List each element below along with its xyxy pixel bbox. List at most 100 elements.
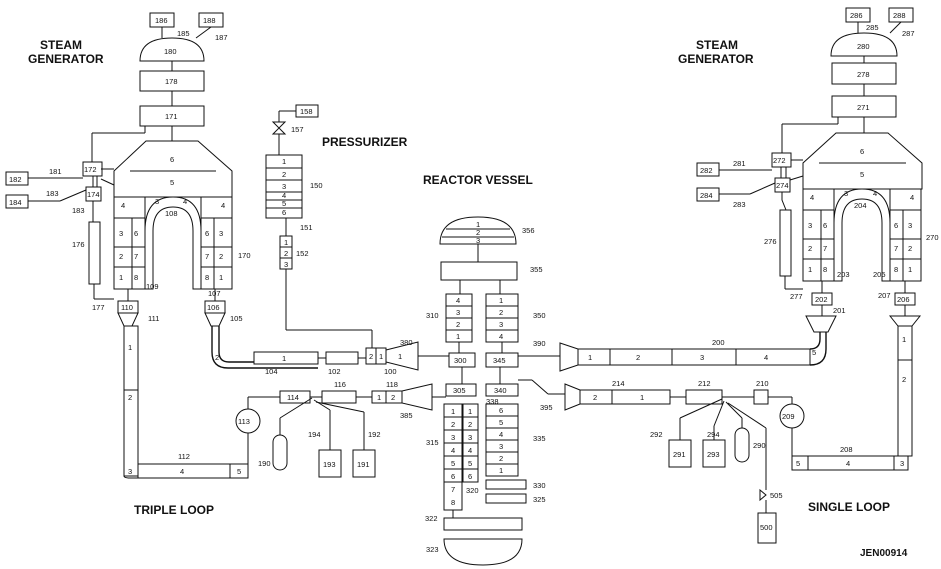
- svg-text:6: 6: [282, 208, 286, 217]
- svg-text:183: 183: [72, 206, 85, 215]
- svg-text:3: 3: [119, 229, 123, 238]
- svg-text:283: 283: [733, 200, 746, 209]
- lower-plenum-322: [443, 517, 523, 531]
- sg-left-u-tube: [144, 196, 202, 290]
- svg-text:320: 320: [466, 486, 479, 495]
- svg-text:315: 315: [426, 438, 439, 447]
- svg-text:3: 3: [908, 221, 912, 230]
- svg-text:188: 188: [203, 16, 216, 25]
- sg-left-hot-leg-tubes: [113, 196, 146, 290]
- svg-text:114: 114: [287, 393, 299, 402]
- svg-text:192: 192: [368, 430, 381, 439]
- svg-text:3: 3: [499, 442, 503, 451]
- svg-text:1: 1: [451, 407, 455, 416]
- svg-text:1: 1: [119, 273, 123, 282]
- svg-text:201: 201: [833, 306, 846, 315]
- svg-text:185: 185: [177, 29, 190, 38]
- svg-text:356: 356: [522, 226, 535, 235]
- svg-text:1: 1: [808, 265, 812, 274]
- svg-text:271: 271: [857, 103, 870, 112]
- svg-text:277: 277: [790, 292, 803, 301]
- svg-text:1: 1: [282, 354, 286, 363]
- svg-text:2: 2: [391, 393, 395, 402]
- svg-text:2: 2: [808, 244, 812, 253]
- svg-text:290: 290: [753, 441, 766, 450]
- svg-text:292: 292: [650, 430, 663, 439]
- svg-text:281: 281: [733, 159, 746, 168]
- svg-text:202: 202: [815, 295, 828, 304]
- svg-text:176: 176: [72, 240, 85, 249]
- svg-text:206: 206: [897, 295, 910, 304]
- svg-text:6: 6: [468, 472, 472, 481]
- svg-text:181: 181: [49, 167, 62, 176]
- pressurizer-title: PRESSURIZER: [322, 135, 408, 149]
- tank-293: [702, 439, 726, 468]
- reactor-vessel-title: REACTOR VESSEL: [423, 173, 533, 187]
- svg-text:5: 5: [796, 459, 800, 468]
- svg-text:5: 5: [237, 467, 241, 476]
- pipe-112: [123, 463, 249, 479]
- svg-text:4: 4: [451, 446, 455, 455]
- svg-text:191: 191: [357, 460, 370, 469]
- triple-loop-piping: 2 1 104 102 2 1 1 100 380 1 2 3 4 5 112 …: [123, 325, 433, 479]
- lower-head-323: [443, 538, 523, 566]
- svg-text:151: 151: [300, 223, 313, 232]
- svg-text:4: 4: [810, 193, 814, 202]
- svg-text:111: 111: [148, 314, 159, 323]
- svg-text:2: 2: [282, 170, 286, 179]
- svg-text:4: 4: [846, 459, 850, 468]
- svg-text:118: 118: [386, 380, 398, 389]
- svg-text:8: 8: [823, 265, 827, 274]
- nozzle-201: [805, 315, 837, 333]
- svg-text:3: 3: [155, 197, 159, 206]
- svg-text:172: 172: [84, 165, 97, 174]
- component-276: [779, 209, 792, 277]
- svg-text:6: 6: [894, 221, 898, 230]
- svg-text:500: 500: [760, 523, 773, 532]
- svg-text:294: 294: [707, 430, 720, 439]
- svg-text:4: 4: [499, 332, 503, 341]
- svg-text:2: 2: [636, 353, 640, 362]
- svg-text:2: 2: [499, 454, 503, 463]
- svg-text:335: 335: [533, 434, 546, 443]
- svg-text:186: 186: [155, 16, 168, 25]
- svg-text:2: 2: [908, 244, 912, 253]
- svg-text:110: 110: [121, 303, 133, 312]
- valve-505: [759, 488, 767, 502]
- svg-text:505: 505: [770, 491, 783, 500]
- single-loop-title: SINGLE LOOP: [808, 500, 890, 514]
- svg-text:6: 6: [823, 221, 827, 230]
- svg-text:338: 338: [486, 397, 499, 406]
- svg-text:105: 105: [230, 314, 243, 323]
- svg-text:150: 150: [310, 181, 323, 190]
- svg-text:3: 3: [282, 182, 286, 191]
- svg-text:4: 4: [456, 296, 460, 305]
- svg-text:4: 4: [180, 467, 184, 476]
- tank-291: [668, 439, 692, 468]
- svg-text:8: 8: [205, 273, 209, 282]
- steam-generator-right: 286 288 285 287 280 278 271 6 5 4 4: [696, 7, 939, 333]
- steam-generator-right-title-line2: GENERATOR: [678, 52, 754, 66]
- svg-text:2: 2: [284, 249, 288, 258]
- svg-text:300: 300: [454, 356, 467, 365]
- component-325: [485, 493, 527, 504]
- nozzle-105: [204, 312, 226, 327]
- svg-text:3: 3: [451, 433, 455, 442]
- sg-left-plenum: [113, 140, 233, 198]
- svg-text:1: 1: [377, 393, 381, 402]
- svg-text:204: 204: [854, 201, 867, 210]
- svg-text:350: 350: [533, 311, 546, 320]
- svg-text:1: 1: [588, 353, 592, 362]
- svg-text:6: 6: [499, 406, 503, 415]
- svg-text:113: 113: [238, 417, 250, 426]
- svg-text:291: 291: [673, 450, 686, 459]
- svg-text:152: 152: [296, 249, 309, 258]
- svg-text:288: 288: [893, 11, 906, 20]
- nozzle-207: [888, 315, 922, 327]
- svg-text:6: 6: [134, 229, 138, 238]
- component-180: [139, 37, 205, 62]
- svg-text:282: 282: [700, 166, 713, 175]
- svg-text:3: 3: [700, 353, 704, 362]
- svg-text:2: 2: [128, 393, 132, 402]
- document-id: JEN00914: [860, 548, 908, 559]
